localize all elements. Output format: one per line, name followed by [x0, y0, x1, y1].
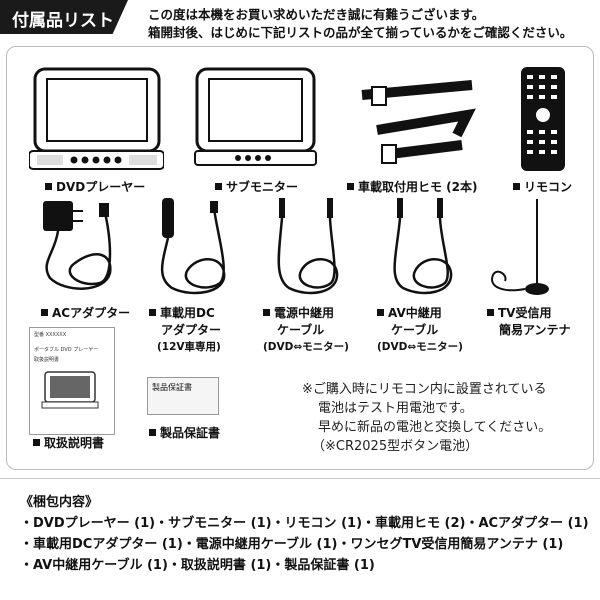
- av-relay-cable-label: AV中継用 ケーブル (DVD⇔モニター): [377, 306, 463, 353]
- page-title: 付属品リスト: [0, 0, 128, 34]
- car-dc-adapter-label: 車載用DC アダプター (12V車専用): [149, 305, 221, 356]
- contents-line-3: ・AV中継用ケーブル (1)・取扱説明書 (1)・製品保証書 (1): [20, 558, 375, 573]
- package-contents: 《梱包内容》 ・DVDプレーヤー (1)・サブモニター (1)・リモコン (1)…: [20, 492, 589, 576]
- tv-antenna-label: TV受信用 簡易アンテナ: [487, 305, 571, 339]
- contents-title: 《梱包内容》: [20, 495, 99, 510]
- manual-cover-title: ポータブル DVD プレーヤー: [34, 347, 99, 353]
- sub-monitor-label: サブモニター: [215, 179, 298, 196]
- manual-player-icon: [41, 371, 99, 409]
- intro-line-1: この度は本機をお買い求めいただき誠に有難うございます。: [148, 7, 485, 22]
- contents-line-1: ・DVDプレーヤー (1)・サブモニター (1)・リモコン (1)・車載用ヒモ …: [20, 516, 589, 531]
- remote-label: リモコン: [513, 179, 572, 196]
- manual-code: 型番 XXXXXX: [34, 332, 67, 338]
- power-relay-cable-image: [277, 198, 339, 295]
- power-relay-cable-label: 電源中継用 ケーブル (DVD⇔モニター): [263, 306, 349, 353]
- strap-label: 車載取付用ヒモ (2本): [347, 179, 478, 196]
- battery-note: ※ご購入時にリモコン内に設置されている 電池はテスト用電池です。 早めに新品の電…: [302, 382, 552, 454]
- intro-text: この度は本機をお買い求めいただき誠に有難うございます。 箱開封後、はじめに下記リ…: [148, 6, 572, 42]
- manual-label: 取扱説明書: [33, 435, 104, 452]
- strap-image: [361, 80, 476, 164]
- av-relay-cable-image: [393, 198, 453, 295]
- divider: [0, 478, 600, 479]
- manual-image: 型番 XXXXXX ポータブル DVD プレーヤー 取扱説明書: [29, 327, 115, 435]
- warranty-label: 製品保証書: [149, 425, 220, 442]
- dvd-player-label: DVDプレーヤー: [45, 179, 145, 196]
- sub-monitor-image: [194, 67, 317, 166]
- manual-cover-subtitle: 取扱説明書: [34, 357, 60, 363]
- tv-antenna-image: [491, 199, 549, 295]
- contents-line-2: ・車載用DCアダプター (1)・電源中継用ケーブル (1)・ワンセグTV受信用簡…: [20, 537, 564, 552]
- dvd-player-image: [29, 67, 164, 170]
- ac-adapter-label: ACアダプター: [41, 305, 130, 322]
- remote-image: [521, 67, 565, 171]
- warranty-card: 製品保証書: [147, 377, 219, 415]
- ac-adapter-image: [43, 201, 112, 290]
- car-dc-adapter-image: [160, 198, 226, 295]
- intro-line-2: 箱開封後、はじめに下記リストの品が全て揃っているかをご確認ください。: [148, 25, 573, 40]
- accessory-panel: DVDプレーヤー サブモニター 車載取付用ヒモ (2本) リモコン: [6, 46, 594, 470]
